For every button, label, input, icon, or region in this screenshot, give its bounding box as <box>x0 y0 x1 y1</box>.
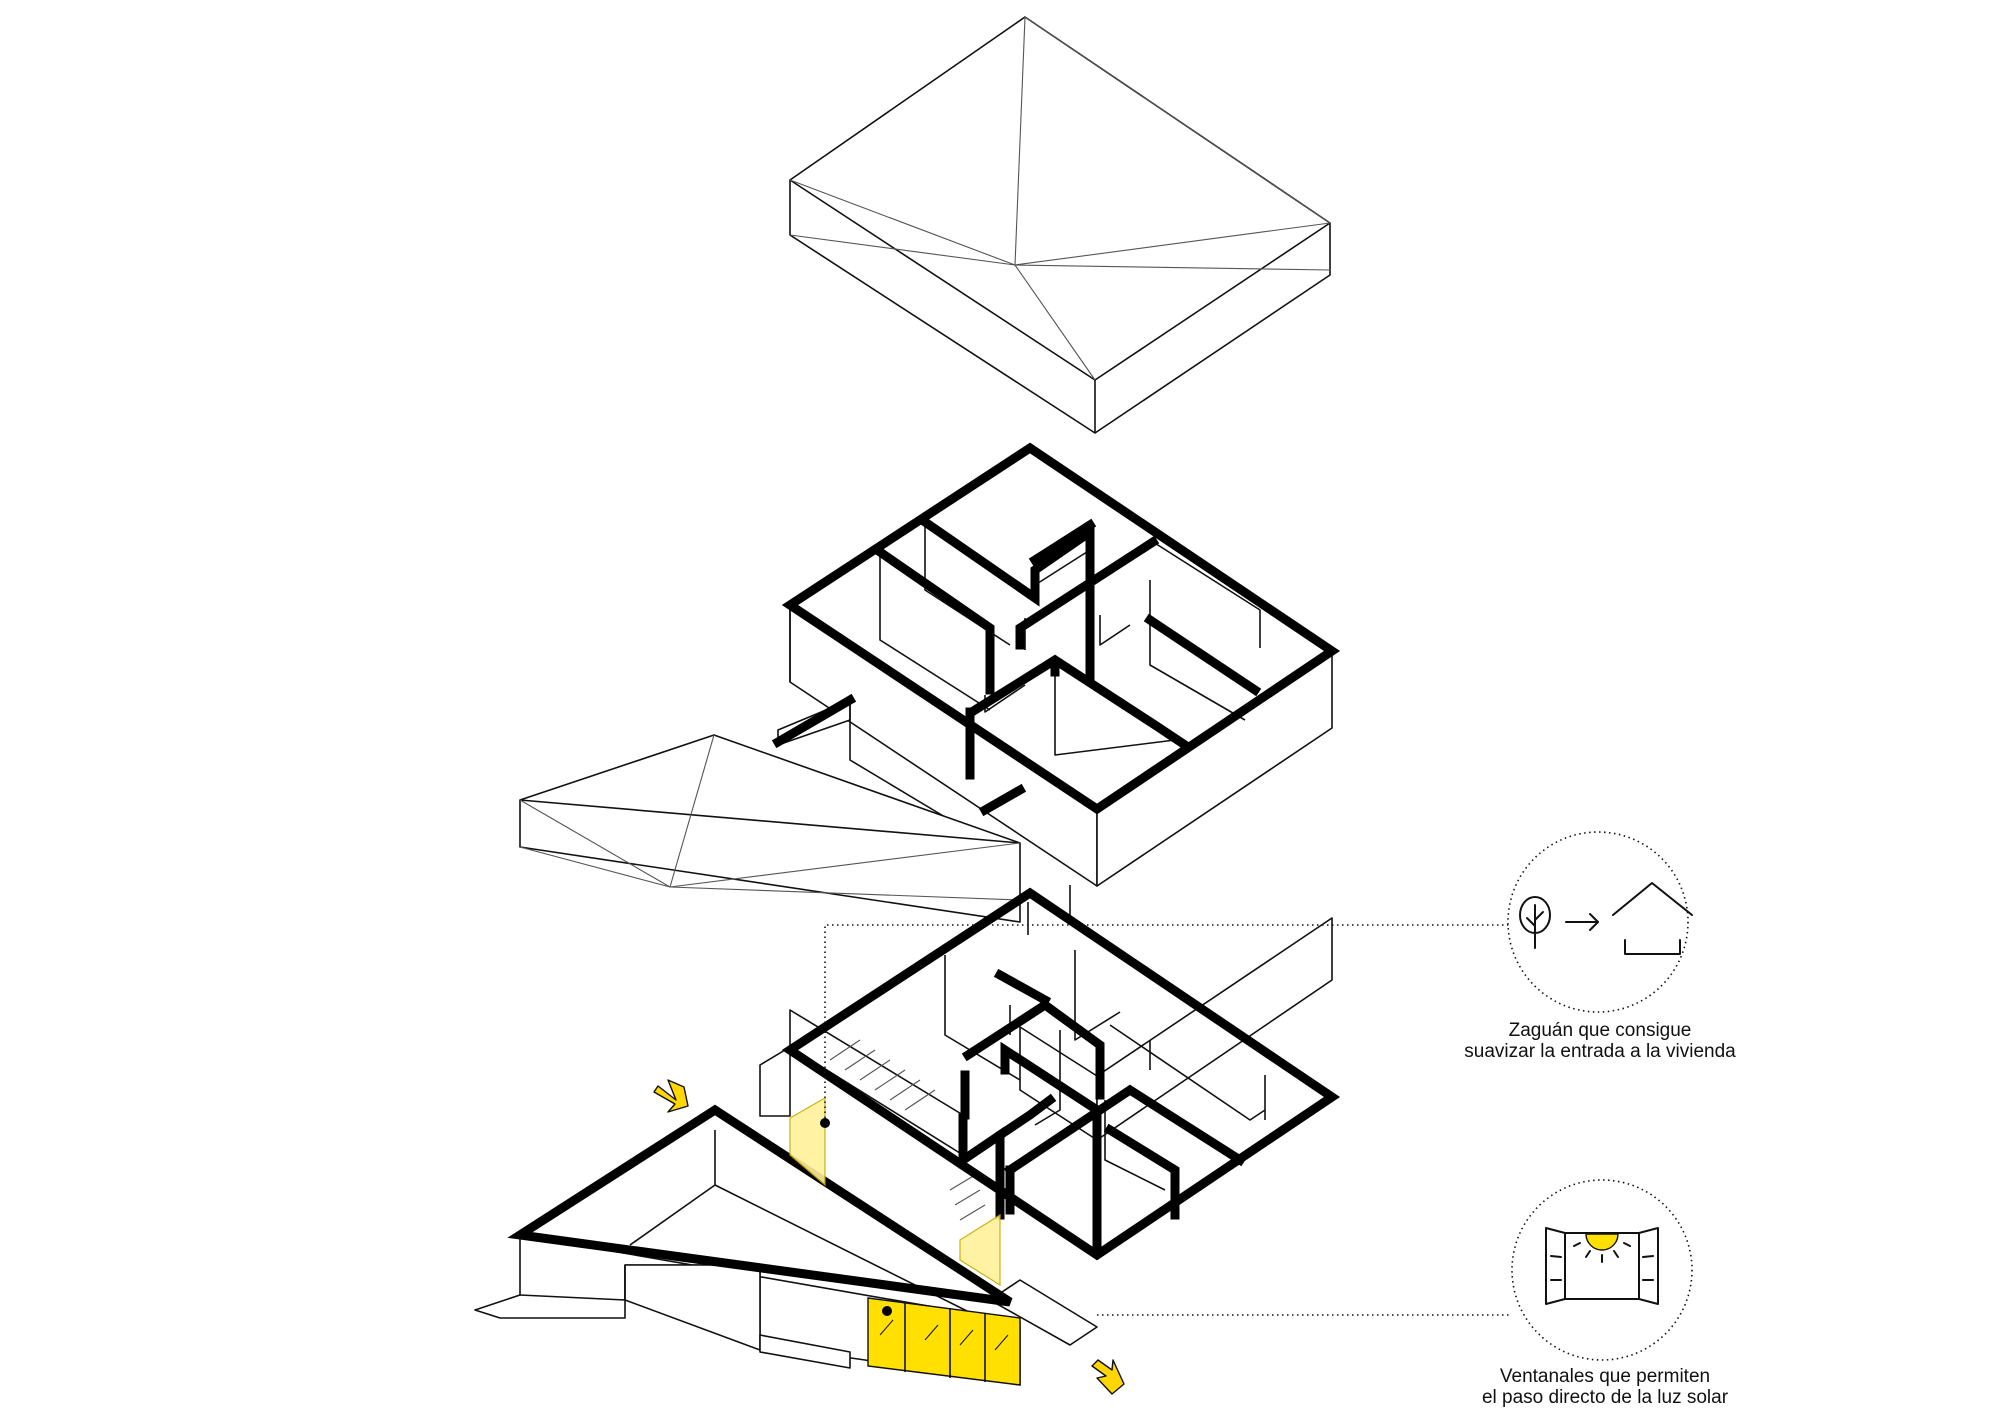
glass-door <box>867 1297 1021 1386</box>
caption-zaguan-line-1: Zaguán que consigue <box>1508 1020 1692 1041</box>
upper-roof <box>789 16 1331 434</box>
glass-panel-hall <box>959 1213 1001 1287</box>
entrance-volume <box>474 1096 1021 1386</box>
callout-circle-zaguan <box>1507 831 1693 1013</box>
glass-panel-zaguan <box>789 1096 826 1187</box>
caption-ventanales: Ventanales que permiten el paso directo … <box>1395 1366 1815 1408</box>
callout-circle-ventanales <box>1511 1179 1693 1361</box>
sun-icon <box>1585 1233 1619 1251</box>
caption-ventanales-line-2: el paso directo de la luz solar <box>1481 1387 1729 1408</box>
entry-roof <box>519 734 1021 923</box>
sunlit-window-icon <box>1545 1227 1659 1305</box>
caption-ventanales-line-1: Ventanales que permiten <box>1499 1366 1711 1387</box>
tree-icon <box>1519 896 1551 949</box>
entry-arrow-right <box>1091 1359 1125 1395</box>
entry-arrow-left <box>653 1079 689 1113</box>
house-icon <box>1612 882 1693 955</box>
upper-floor <box>771 442 1341 887</box>
staircase <box>829 1039 986 1221</box>
arrow-right-icon <box>1565 913 1599 931</box>
caption-zaguan: Zaguán que consigue suavizar la entrada … <box>1390 1020 1810 1062</box>
caption-zaguan-line-2: suavizar la entrada a la vivienda <box>1464 1041 1736 1062</box>
ground-floor <box>759 885 1341 1346</box>
